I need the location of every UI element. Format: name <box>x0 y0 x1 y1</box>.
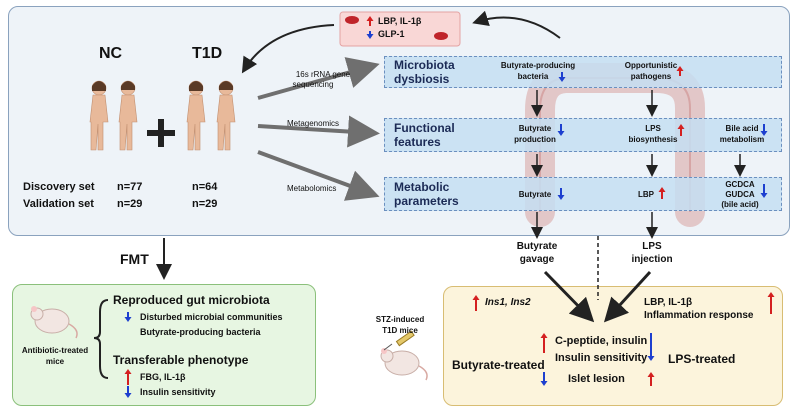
func-butyrate-down-arrow <box>557 124 565 136</box>
t1d-label: T1D <box>192 45 223 62</box>
metabolic-band <box>384 177 782 211</box>
blood-line1: LBP, IL-1β <box>378 16 422 26</box>
blood-down-arrow <box>366 31 374 39</box>
row-dysbiosis-1: Microbiota <box>394 58 455 72</box>
stz-ins: Ins1, Ins2 <box>485 297 531 308</box>
func-lps-up-arrow <box>677 124 685 136</box>
intervention-butyrate-1: Butyrate <box>516 241 558 252</box>
human-figure-icon <box>89 80 109 151</box>
fmt-fbg-up-arrow <box>124 369 132 385</box>
fmt-transferable: Transferable phenotype <box>113 353 249 367</box>
func-butyrate-2: production <box>514 135 556 144</box>
fmt-panel <box>12 284 316 406</box>
dys-butyrate-down-arrow <box>558 72 566 82</box>
stz-butyrate-treated: Butyrate-treated <box>452 358 545 372</box>
func-bile-2: metabolism <box>719 135 765 144</box>
method-seq-line2: sequencing <box>292 80 334 89</box>
dys-opportunistic-1: Opportunistic <box>624 61 678 70</box>
dys-opportunistic-up-arrow <box>676 66 684 76</box>
stz-lps-islet-up-arrow <box>647 372 655 386</box>
discovery-label: Discovery set <box>23 181 95 193</box>
blood-to-t1d-arrow <box>241 24 335 74</box>
human-figure-icon <box>186 80 206 151</box>
fmt-butyrate-bacteria: Butyrate-producing bacteria <box>140 327 261 337</box>
fmt-brace <box>93 299 109 379</box>
mouse-icon <box>380 348 428 381</box>
human-figure-icon <box>216 80 236 151</box>
stz-insulin-sens: Insulin sensitivity <box>555 352 648 364</box>
intervention-lps-2: injection <box>631 254 673 265</box>
fmt-mice-2: mice <box>45 357 65 366</box>
row-metabolic-1: Metabolic <box>394 180 450 194</box>
fmt-disturbed: Disturbed microbial communities <box>140 312 283 322</box>
func-butyrate-1: Butyrate <box>518 124 552 133</box>
nc-label: NC <box>99 45 123 62</box>
method-metagenomics: Metagenomics <box>287 119 340 128</box>
dys-butyrate-1: Butyrate-producing <box>500 61 576 70</box>
discovery-nc: n=77 <box>117 181 143 193</box>
met-lbp-up-arrow <box>658 187 666 199</box>
discovery-t1d: n=64 <box>192 181 218 193</box>
fmt-insulin-down-arrow <box>124 386 132 398</box>
func-lps-1: LPS <box>645 124 661 133</box>
validation-nc: n=29 <box>117 198 143 210</box>
method-metabolomics: Metabolomics <box>287 184 337 193</box>
met-bile-down-arrow <box>760 184 768 198</box>
fmt-fbg: FBG, IL-1β <box>140 372 186 382</box>
lps-injection-arrow <box>603 270 652 323</box>
met-gcdca: GCDCA <box>725 180 755 189</box>
row-metabolic-2: parameters <box>394 194 459 208</box>
validation-t1d: n=29 <box>192 198 218 210</box>
butyrate-gavage-arrow <box>543 270 595 323</box>
stz-ins-up-arrow <box>472 295 480 311</box>
met-butyrate-down-arrow <box>557 188 565 200</box>
func-bile-1: Bile acid <box>725 124 759 133</box>
stz-lps-treated: LPS-treated <box>668 352 736 366</box>
method-seq-line1: 16s rRNA gene <box>295 70 351 79</box>
fmt-insulin: Insulin sensitivity <box>140 387 216 397</box>
validation-label: Validation set <box>23 198 94 210</box>
func-lps-2: biosynthesis <box>628 135 678 144</box>
stz-lbp-up-arrow <box>767 292 775 314</box>
sequencing-arrow <box>257 57 380 100</box>
stz-lps-down-arrow <box>647 333 655 361</box>
row-dysbiosis-2: dysbiosis <box>394 72 450 86</box>
fmt-butyrate-down-arrow <box>124 312 132 322</box>
met-bile-acid: (bile acid) <box>721 200 759 209</box>
syringe-icon <box>383 330 415 351</box>
mouse-icon <box>30 306 78 339</box>
stz-mice-1: STZ-induced <box>375 315 425 324</box>
blood-up-arrow <box>366 16 374 26</box>
human-figure-icon <box>118 80 138 151</box>
met-gudca: GUDCA <box>725 190 755 199</box>
fmt-reproduced: Reproduced gut microbiota <box>113 293 270 307</box>
fmt-label: FMT <box>120 251 149 267</box>
colon-to-blood-arrow <box>472 10 561 39</box>
plus-icon <box>147 119 175 147</box>
dys-butyrate-2: bacteria <box>517 72 549 81</box>
intervention-butyrate-2: gavage <box>519 254 555 265</box>
stz-mice-2: T1D mice <box>382 326 418 335</box>
blood-line2: GLP-1 <box>378 29 405 39</box>
fmt-mice-1: Antibiotic-treated <box>21 346 89 355</box>
dysbiosis-band <box>384 56 782 88</box>
stz-inflammation: Inflammation response <box>644 310 754 321</box>
stz-cpeptide-up-arrow <box>540 333 548 353</box>
met-lbp: LBP <box>638 190 654 199</box>
intervention-lps-1: LPS <box>642 241 662 252</box>
dys-opportunistic-2: pathogens <box>630 72 672 81</box>
metagenomics-arrow <box>257 115 380 148</box>
stz-cpeptide: C-peptide, insulin <box>555 335 648 347</box>
stz-islet: Islet lesion <box>568 373 625 385</box>
metabolomics-arrow <box>257 150 380 201</box>
met-butyrate: Butyrate <box>518 190 552 199</box>
row-functional-2: features <box>394 135 441 149</box>
human-hair <box>92 81 233 91</box>
stz-islet-down-arrow <box>540 372 548 386</box>
row-functional-1: Functional <box>394 121 455 135</box>
functional-band <box>384 118 782 152</box>
func-bile-down-arrow <box>760 124 768 136</box>
stz-lbp-il: LBP, IL-1β <box>644 297 693 308</box>
